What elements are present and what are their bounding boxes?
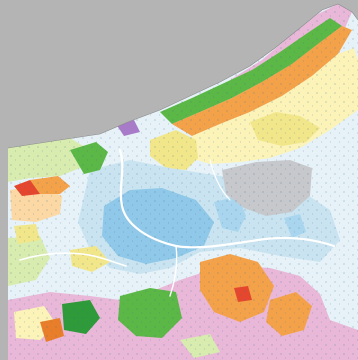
river-branch-north xyxy=(209,159,231,201)
river-branch-west xyxy=(19,252,127,267)
river-branch-south xyxy=(169,245,178,297)
land-outline xyxy=(7,3,358,149)
